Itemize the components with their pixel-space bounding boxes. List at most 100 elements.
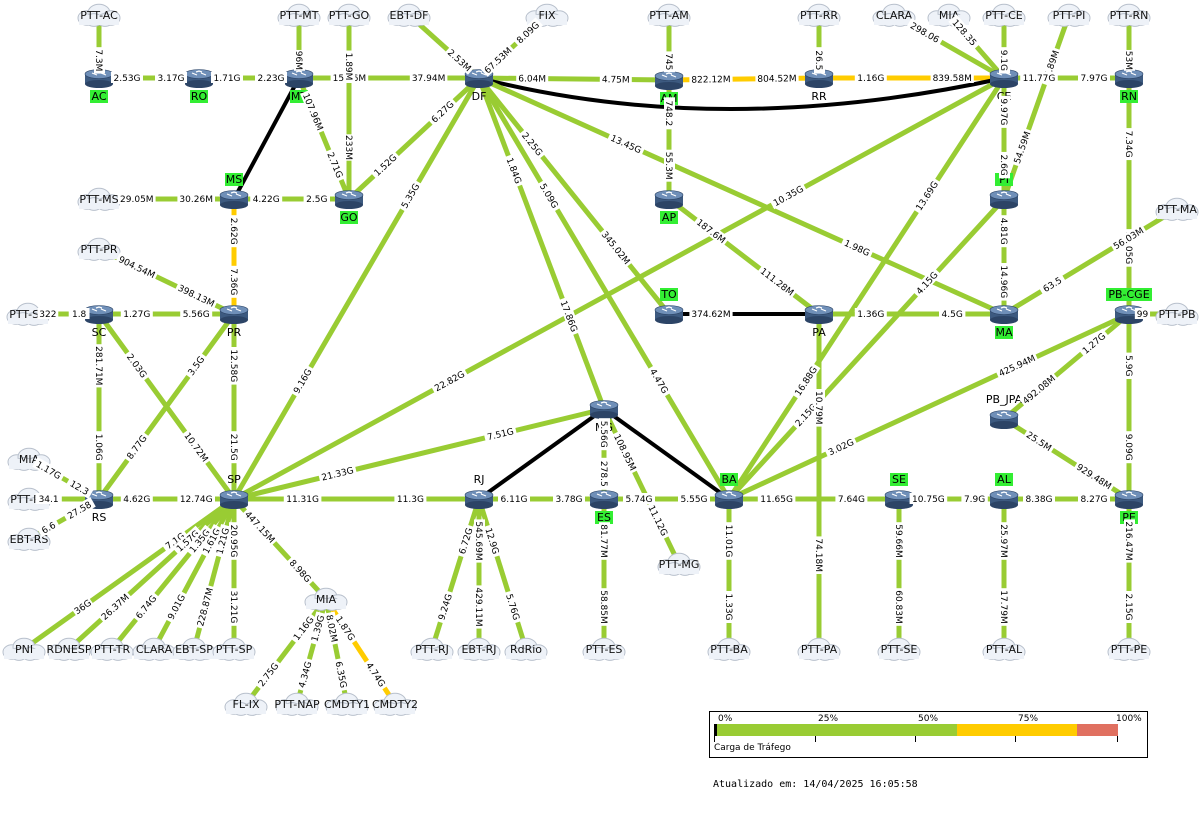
link-DF-TO[interactable] [477, 76, 671, 316]
router-SC[interactable]: SC [84, 305, 114, 340]
cloud-node-c_cmd1[interactable]: CMDTY1 [324, 692, 370, 716]
router-TO[interactable]: TO [654, 288, 684, 324]
cloud-node-c_ebtsp[interactable]: EBT-SP [172, 637, 216, 661]
cloud-node-c_go[interactable]: PTT-GO [327, 3, 371, 27]
link-SC-SP[interactable] [96, 312, 237, 501]
link-MT-MS[interactable] [232, 77, 301, 200]
cloud-node-c_clara1[interactable]: CLARA [872, 3, 916, 27]
cloud-node-c_se[interactable]: PTT-SE [877, 637, 921, 661]
cloud-node-c_pr[interactable]: PTT-PR [77, 237, 121, 261]
cloud-node-c_ce[interactable]: PTT-CE [982, 3, 1026, 27]
router-ES[interactable]: ES [589, 490, 619, 525]
cloud-node-c_al[interactable]: PTT-AL [982, 637, 1026, 661]
link-DF-AM[interactable] [478, 75, 670, 83]
link-CE-SP[interactable] [232, 75, 1006, 502]
link-SP-MG[interactable] [233, 406, 605, 502]
link-MG-c_mg[interactable] [601, 407, 682, 566]
link-AP-PA[interactable] [667, 197, 821, 316]
cloud-node-c_nap[interactable]: PTT-NAP [274, 692, 320, 716]
link-DF-SP[interactable] [231, 76, 482, 501]
cloud-node-c_pe[interactable]: PTT-PE [1107, 637, 1151, 661]
cloud-node-c_sp[interactable]: PTT-SP [212, 637, 256, 661]
cloud-node-c_rr[interactable]: PTT-RR [797, 3, 841, 27]
link-PI-BA[interactable] [727, 197, 1006, 501]
cloud-node-c_tr[interactable]: PTT-TR [90, 637, 134, 661]
router-AL[interactable]: AL [989, 473, 1019, 509]
link-SP-c_rdnesp[interactable] [67, 497, 236, 651]
cloud-label: PTT-RJ [415, 643, 449, 656]
link-DF-MA[interactable] [477, 75, 1006, 317]
cloud-node-c_pni[interactable]: PNI [2, 637, 46, 661]
link-label: 21.33G [317, 463, 358, 484]
cloud-node-c_ba[interactable]: PTT-BA [707, 637, 751, 661]
link-RJ-MG[interactable] [477, 407, 606, 501]
link-CE-BA[interactable] [726, 76, 1007, 501]
cloud-node-c_pb[interactable]: PTT-PB [1155, 302, 1199, 326]
router-label: SE [892, 473, 906, 486]
cloud-node-c_es[interactable]: PTT-ES [582, 637, 626, 661]
router-BA[interactable]: BA [714, 473, 744, 509]
router-RS[interactable]: RS [84, 490, 114, 525]
link-label-text: 6.11G [500, 495, 527, 505]
link-PBCGE-BA[interactable] [727, 311, 1131, 502]
cloud-node-c_am[interactable]: PTT-AM [647, 3, 691, 27]
link-label-text: 216.47M [1123, 521, 1133, 560]
link-SP-c_clara2[interactable] [151, 497, 237, 651]
link-GO-DF[interactable] [347, 76, 481, 201]
cloud-node-c_ebtdf[interactable]: EBT-DF [387, 3, 431, 27]
cloud-node-c_rn[interactable]: PTT-RN [1107, 3, 1151, 27]
cloud-node-c_mia3[interactable]: MIA [304, 587, 348, 611]
router-SP[interactable]: SP [219, 473, 249, 509]
router-RO[interactable]: RO [184, 69, 214, 104]
router-AC[interactable]: AC [84, 69, 114, 104]
cloud-node-c_rdrio[interactable]: RdRio [504, 637, 548, 661]
cloud-node-c_ac[interactable]: PTT-AC [77, 3, 121, 27]
cloud-node-c_flix[interactable]: FL-IX [224, 692, 268, 716]
cloud-label: PTT-NAP [274, 698, 320, 711]
cloud-node-c_cmd2[interactable]: CMDTY2 [372, 692, 418, 716]
router-icon [284, 69, 314, 88]
router-MS[interactable]: MS [219, 173, 249, 209]
router-RN[interactable]: RN [1114, 69, 1144, 104]
router-RR[interactable]: RR [804, 69, 834, 104]
cloud-node-c_ma[interactable]: PTT-MA [1155, 197, 1199, 221]
link-SP-c_tr[interactable] [110, 497, 236, 651]
cloud-node-c_pa[interactable]: PTT-PA [797, 637, 841, 661]
cloud-icon [797, 637, 841, 661]
router-RJ[interactable]: RJ [464, 473, 494, 509]
link-DF-MG[interactable] [476, 77, 607, 410]
cloud-node-c_rj[interactable]: PTT-RJ [410, 637, 454, 661]
cloud-node-c_pi[interactable]: PTT-PI [1047, 3, 1091, 27]
cloud-node-c_ebtrj[interactable]: EBT-RJ [457, 637, 501, 661]
router-PBCGE[interactable]: PB-CGE [1106, 288, 1152, 324]
cloud-node-c_rdnesp[interactable]: RDNESP [47, 637, 92, 661]
router-PBJPA[interactable]: PB_JPA [986, 393, 1023, 429]
link-RJ-c_rj[interactable] [429, 498, 482, 650]
link-label: 2.53M [444, 45, 476, 75]
router-GO[interactable]: GO [334, 190, 364, 225]
link-DF-BA[interactable] [476, 76, 732, 501]
router-SE[interactable]: SE [884, 473, 914, 509]
cloud-node-c_ms[interactable]: PTT-MS [77, 187, 121, 211]
router-PR[interactable]: PR [219, 305, 249, 340]
router-AP[interactable]: AP [654, 190, 684, 225]
router-MA[interactable]: MA [989, 305, 1019, 340]
link-DF-CE[interactable] [478, 76, 1005, 111]
link-SP-c_pni[interactable] [22, 496, 236, 652]
link-c_ma-MA[interactable] [1002, 206, 1179, 317]
cloud-node-c_clara2[interactable]: CLARA [132, 637, 176, 661]
link-MG-BA[interactable] [602, 407, 731, 501]
link-label-text: 7.36G [228, 268, 238, 295]
router-PA[interactable]: PA [804, 305, 834, 340]
link-label-text: 1.89M [343, 53, 353, 81]
link-label: 11.3G [394, 493, 427, 505]
cloud-label: PTT-AC [80, 9, 118, 22]
cloud-node-c_mg[interactable]: PTT-MG [657, 552, 701, 576]
router-PE[interactable]: PE [1114, 490, 1144, 525]
cloud-node-c_mt[interactable]: PTT-MT [277, 3, 321, 27]
cloud-node-c_ebtrs[interactable]: EBT-RS [7, 527, 51, 551]
link-label: 5.56G [598, 418, 610, 451]
link-c_pi-PI[interactable] [1001, 14, 1072, 200]
link-label: 54.59M [1010, 127, 1033, 167]
link-RJ-c_rdrio[interactable] [476, 498, 529, 650]
